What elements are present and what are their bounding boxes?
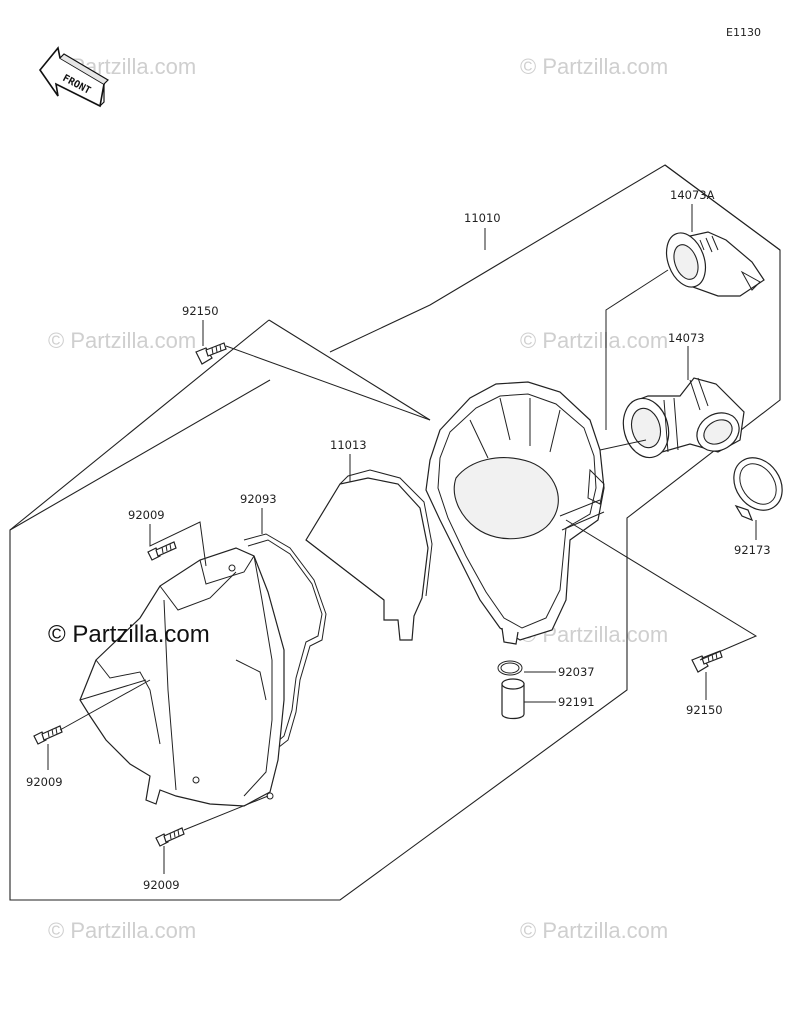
part-label-92093: 92093 (240, 492, 277, 506)
leader-lines (47, 204, 758, 874)
bolt-92150-upper (195, 342, 227, 365)
air-box-housing-11010 (425, 381, 605, 645)
part-label-92173: 92173 (734, 543, 771, 557)
screw-92009-a (147, 541, 177, 561)
watermark-main: © Partzilla.com (48, 621, 210, 648)
part-label-11013: 11013 (330, 438, 367, 452)
bolt-92150-lower (691, 650, 723, 673)
band-clamp-92173 (733, 457, 783, 522)
diagram-code: E1130 (726, 26, 761, 39)
watermarks: © Partzilla.com © Partzilla.com © Partzi… (48, 54, 668, 943)
intake-boot-14073 (622, 377, 745, 459)
part-label-11010: 11010 (464, 211, 501, 225)
front-arrow-icon: FRONT (38, 46, 109, 108)
part-label-14073: 14073 (668, 331, 705, 345)
watermark-2: © Partzilla.com (520, 54, 668, 79)
drain-cap-92191 (501, 678, 525, 720)
duct-elbow-14073a (665, 231, 765, 297)
part-label-92150-upper: 92150 (182, 304, 219, 318)
part-label-14073a: 14073A (670, 188, 715, 202)
assembly-frame (9, 164, 781, 901)
part-label-92009-b: 92009 (26, 775, 63, 789)
part-label-92037: 92037 (558, 665, 595, 679)
watermark-7: © Partzilla.com (520, 918, 668, 943)
watermark-3: © Partzilla.com (48, 328, 196, 353)
part-label-92009-c: 92009 (143, 878, 180, 892)
screw-92009-c (155, 827, 185, 847)
watermark-4: © Partzilla.com (520, 328, 668, 353)
part-label-92009-a: 92009 (128, 508, 165, 522)
part-labels: 11010 14073A 14073 92150 11013 92093 920… (26, 188, 771, 892)
o-ring-92037 (497, 660, 523, 676)
air-filter-element-11013 (305, 469, 433, 641)
screw-92009-b (33, 725, 63, 745)
part-label-92191: 92191 (558, 695, 595, 709)
watermark-6: © Partzilla.com (48, 918, 196, 943)
air-box-cover (79, 547, 285, 807)
gasket-92093 (243, 533, 327, 755)
part-label-92150-lower: 92150 (686, 703, 723, 717)
